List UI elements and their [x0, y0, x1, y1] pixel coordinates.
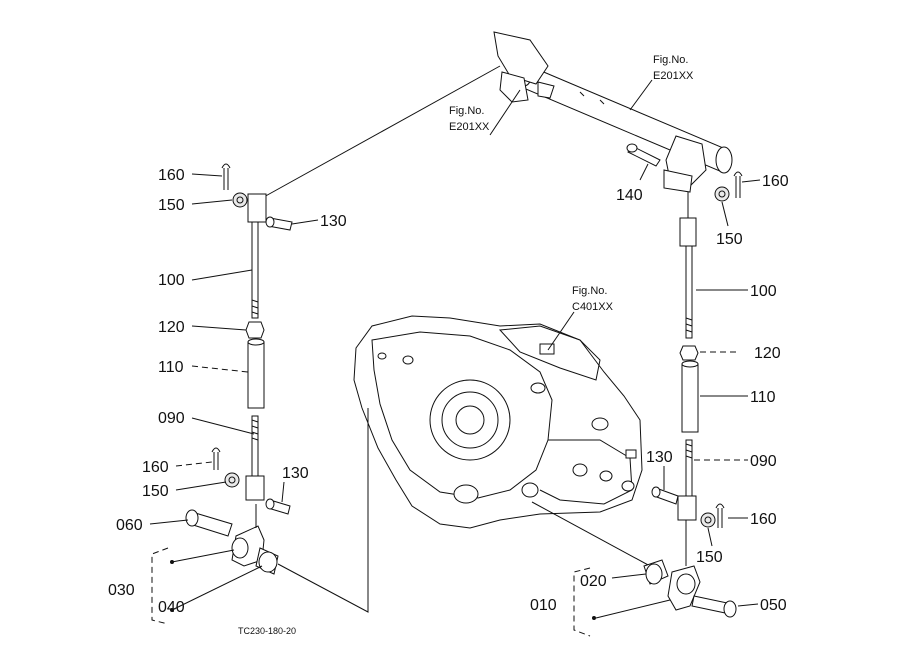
left-part-labels: 160 150 130 100 120 110 090 160 150 130 …: [108, 167, 347, 616]
part-label-030: 030: [108, 582, 135, 599]
right-leaders: [595, 163, 761, 619]
right-linkage: [573, 171, 743, 637]
fig-ref-label: Fig.No.: [572, 285, 607, 297]
part-label-150: 150: [142, 483, 169, 500]
fig-ref-code: E201XX: [653, 70, 694, 82]
part-label-160: 160: [158, 167, 185, 184]
cross-shaft: [493, 31, 733, 193]
part-label-110: 110: [158, 359, 184, 376]
leader-line: [531, 501, 651, 567]
part-label-160: 160: [142, 459, 169, 476]
fig-ref-shaft-right: Fig.No. E201XX: [629, 54, 694, 111]
right-part-labels: 160 150 140 100 120 110 090 130 160 150 …: [530, 173, 789, 614]
pin-140: [626, 143, 661, 167]
fig-ref-code: E201XX: [449, 121, 490, 133]
part-label-040: 040: [158, 599, 185, 616]
part-label-160: 160: [762, 173, 789, 190]
part-label-090: 090: [750, 453, 777, 470]
part-label-150: 150: [716, 231, 743, 248]
part-label-100: 100: [158, 272, 185, 289]
fig-ref-code: C401XX: [572, 301, 614, 313]
part-label-120: 120: [754, 345, 781, 362]
transmission-case: [353, 315, 643, 529]
part-label-160: 160: [750, 511, 777, 528]
fig-ref-label: Fig.No.: [449, 105, 484, 117]
left-leaders: [149, 173, 319, 611]
part-label-100: 100: [750, 283, 777, 300]
fig-ref-case: Fig.No. C401XX: [547, 285, 614, 351]
part-label-130: 130: [320, 213, 347, 230]
part-label-150: 150: [158, 197, 185, 214]
part-label-060: 060: [116, 517, 143, 534]
part-label-140: 140: [616, 187, 643, 204]
leader-line: [277, 408, 369, 613]
part-label-110: 110: [750, 389, 776, 406]
part-label-130: 130: [282, 465, 309, 482]
part-label-050: 050: [760, 597, 787, 614]
part-label-130: 130: [646, 449, 673, 466]
part-label-020: 020: [580, 573, 607, 590]
leader-line: [261, 65, 501, 199]
left-linkage: [151, 163, 293, 625]
fig-ref-label: Fig.No.: [653, 54, 688, 66]
part-label-090: 090: [158, 410, 185, 427]
part-label-010: 010: [530, 597, 557, 614]
part-label-120: 120: [158, 319, 185, 336]
part-label-150: 150: [696, 549, 723, 566]
drawing-code: TC230-180-20: [238, 626, 296, 636]
fig-ref-shaft-left: Fig.No. E201XX: [449, 89, 521, 136]
